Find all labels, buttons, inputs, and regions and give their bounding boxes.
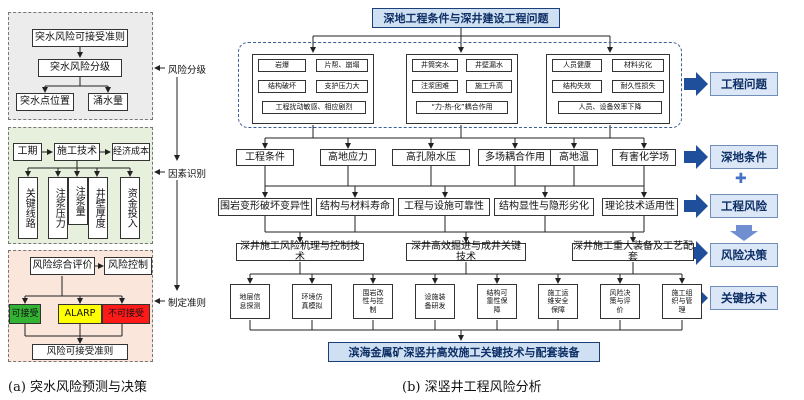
tech-box: 环境仿真模拟: [292, 284, 332, 319]
caption-b: (b) 深竖井工程风险分析: [402, 380, 542, 395]
label-factor-identify: 因素识别: [168, 169, 207, 180]
g2-item: “力-热-化”耦合作用: [416, 101, 508, 114]
pill-deep-conditions: 深地条件: [710, 145, 778, 169]
acceptable-box: 可接受: [9, 304, 41, 324]
caption-a: (a) 突水风险预测与决策: [8, 380, 148, 395]
pill-engineering-risk: 工程风险: [710, 194, 778, 218]
g2-item: 井壁漏水: [466, 59, 512, 72]
unacceptable-box: 不可接受: [102, 304, 150, 324]
g2-item: 施工升高: [466, 80, 512, 93]
tech-box: 设施装备研发: [415, 284, 455, 319]
diagram-title: 深地工程条件与深井建设工程问题: [372, 8, 560, 28]
water-point-box: 突水点位置: [16, 93, 74, 111]
g2-item: 注浆困难: [412, 80, 458, 93]
g3-item: 人员、设备效率下降: [558, 101, 662, 114]
risk-box: 结构与材料寿命: [316, 198, 394, 216]
g2-item: 井筒突水: [412, 59, 458, 72]
g1-item: 结构破坏: [258, 80, 306, 93]
tech-box: 施工技术: [54, 143, 100, 161]
g1-item: 工程扰动敏感、相应剧烈: [262, 101, 366, 114]
risk-box: 理论技术适用性: [602, 198, 678, 216]
fund-box: 资金投入: [120, 177, 140, 239]
tech-box: 地层信息探测: [230, 284, 270, 319]
g1-item: 支护压力大: [316, 80, 368, 93]
g3-item: 人员健康: [552, 59, 602, 72]
grout-volume-box: 注浆量: [68, 177, 88, 225]
plus-icon: ✚: [735, 171, 747, 187]
tech-box: 施工运维安全保障: [538, 284, 578, 319]
decision-box: 深井施工风险机理与控制技术: [236, 241, 364, 263]
decision-box: 深井施工重大装备及工艺配套: [572, 240, 694, 263]
inflow-box: 涌水量: [88, 93, 128, 111]
pill-engineering-problems: 工程问题: [710, 72, 778, 96]
period-box: 工期: [13, 143, 42, 161]
condition-box: 工程条件: [236, 149, 294, 166]
condition-box: 高地温: [550, 149, 598, 166]
tech-box: 结构可靠性保障: [477, 284, 517, 319]
condition-box: 高地应力: [320, 149, 376, 166]
pill-risk-decision: 风险决策: [710, 243, 778, 267]
risk-grading-box: 突水风险分级: [38, 59, 122, 77]
g1-item: 岩爆: [258, 59, 306, 72]
risk-box: 围岩变形破坏变异性: [218, 198, 312, 216]
assess-box: 风险综合评价: [30, 257, 95, 275]
accept-criteria-box: 突水风险可接受准则: [32, 29, 128, 47]
pill-key-tech: 关键技术: [710, 286, 778, 310]
criteria-box: 风险可接受准则: [32, 344, 128, 360]
condition-box: 有害化学场: [612, 149, 676, 166]
problem-group-container: [238, 42, 682, 128]
condition-box: 高孔隙水压: [392, 149, 470, 166]
summary-box: 滨海金属矿深竖井高效施工关键技术与配套装备: [328, 342, 600, 362]
tech-box: 围岩改性与控制: [353, 284, 393, 319]
condition-box: 多场耦合作用: [478, 149, 552, 166]
key-route-box: 关键线路: [18, 177, 38, 239]
control-box: 风险控制: [104, 257, 152, 275]
label-make-criteria: 制定准则: [168, 298, 207, 309]
cost-box: 经济成本: [112, 143, 150, 161]
g3-item: 材料劣化: [612, 59, 664, 72]
grout-pressure-box: 注浆压力: [48, 177, 68, 239]
g3-item: 结构失效: [552, 80, 602, 93]
label-risk-grading: 风险分级: [168, 65, 207, 76]
decision-box: 深井高效掘进与成井关键技术: [406, 241, 526, 263]
wall-thickness-box: 井壁厚度: [88, 177, 108, 239]
g1-item: 片帮、崩塌: [316, 59, 368, 72]
g3-item: 耐久性损失: [612, 80, 664, 93]
tech-box: 施工组织与管理: [662, 284, 702, 319]
tech-box: 风险决策与评价: [600, 284, 640, 319]
risk-box: 结构显性与隐形劣化: [494, 198, 594, 216]
risk-box: 工程与设施可靠性: [398, 198, 490, 216]
alarp-box: ALARP: [58, 304, 102, 324]
